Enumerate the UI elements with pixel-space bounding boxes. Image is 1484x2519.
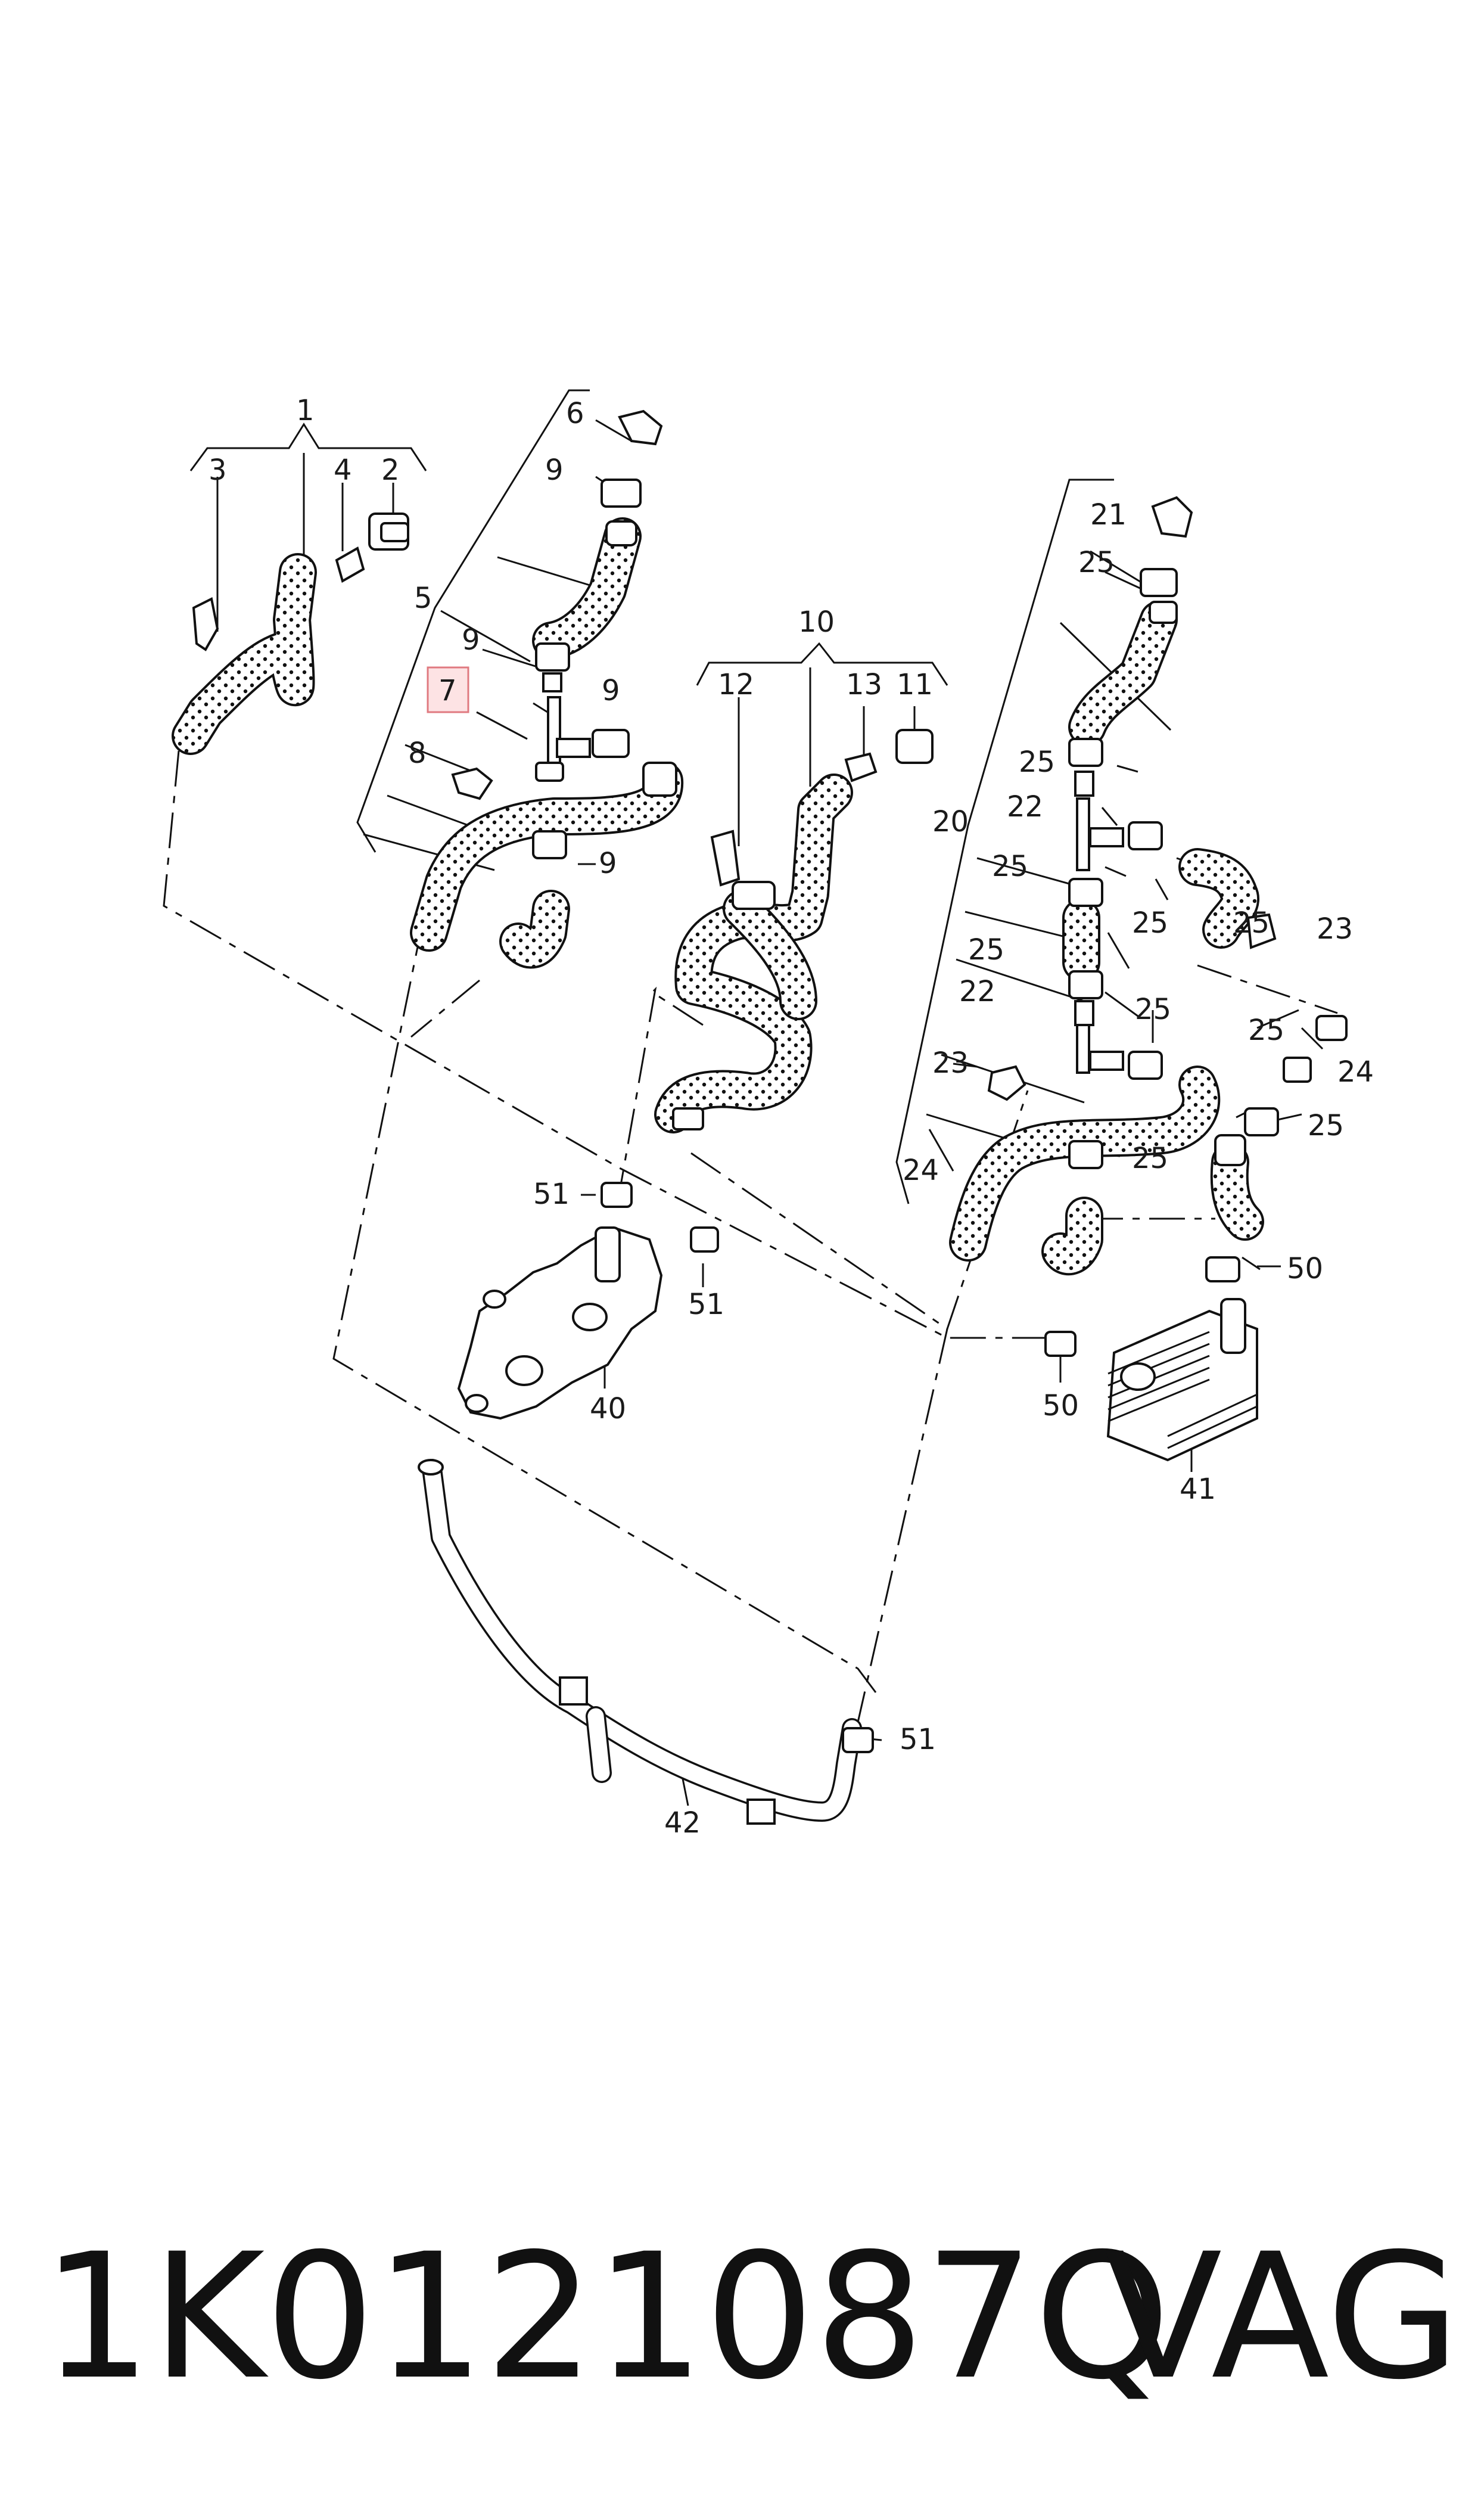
callout-41: 41	[1180, 1473, 1216, 1506]
callout-2: 2	[381, 454, 400, 487]
callout-25a: 25	[1078, 546, 1115, 579]
callout-9a: 9	[545, 454, 564, 487]
footer: 1K0121087Q VAG	[0, 2217, 1484, 2467]
callout-51a: 51	[533, 1178, 570, 1211]
callout-10: 10	[798, 605, 835, 639]
callout-11: 11	[897, 668, 933, 701]
callout-8: 8	[408, 737, 427, 770]
callout-7: 7	[438, 674, 457, 707]
callout-5: 5	[414, 582, 433, 615]
callout-1: 1	[296, 394, 315, 427]
callout-23a: 23	[1317, 912, 1353, 946]
callout-50a: 50	[1287, 1252, 1323, 1285]
callout-24b: 24	[903, 1154, 939, 1187]
highlight-box	[427, 666, 469, 713]
callout-22a: 22	[1007, 790, 1043, 824]
callout-3: 3	[209, 454, 227, 487]
callout-40: 40	[590, 1392, 626, 1425]
callout-22b: 22	[959, 975, 995, 1008]
callout-51b: 51	[688, 1288, 724, 1321]
callout-25h: 25	[1308, 1109, 1344, 1142]
callout-25g: 25	[1248, 1014, 1284, 1047]
callout-21: 21	[1090, 498, 1127, 532]
callout-labels: 1 2 3 4 5 6 7 8 9 9 9 9 10 11 12 13 20 2…	[209, 394, 1374, 1840]
callout-9d: 9	[599, 847, 617, 880]
fittings	[192, 409, 1348, 1753]
callout-25i: 25	[1132, 1142, 1168, 1175]
callout-25e: 25	[968, 933, 1004, 967]
callout-51c: 51	[900, 1723, 936, 1756]
callout-13: 13	[846, 668, 882, 701]
assembly-lines	[163, 750, 1338, 1723]
callout-24a: 24	[1337, 1055, 1374, 1089]
callout-42: 42	[664, 1806, 701, 1840]
callout-25j: 25	[1233, 906, 1270, 940]
callout-25c: 25	[992, 850, 1028, 883]
part-number: 1K0121087Q	[42, 2217, 1171, 2418]
callout-9b: 9	[462, 623, 480, 657]
callout-20: 20	[932, 805, 969, 838]
callout-12: 12	[718, 668, 754, 701]
hoses	[172, 517, 1264, 1276]
callout-25d: 25	[1132, 906, 1168, 940]
callout-50b: 50	[1043, 1389, 1079, 1422]
leader-lines	[189, 389, 1324, 1806]
callout-4: 4	[334, 454, 352, 487]
callout-9c: 9	[602, 674, 620, 707]
callout-23b: 23	[932, 1046, 969, 1080]
callout-6: 6	[566, 397, 584, 430]
callout-25f: 25	[1135, 993, 1171, 1026]
coolant-pipe	[418, 1459, 862, 1825]
callout-25b: 25	[1019, 746, 1055, 779]
brand-name: VAG	[1104, 2217, 1460, 2418]
